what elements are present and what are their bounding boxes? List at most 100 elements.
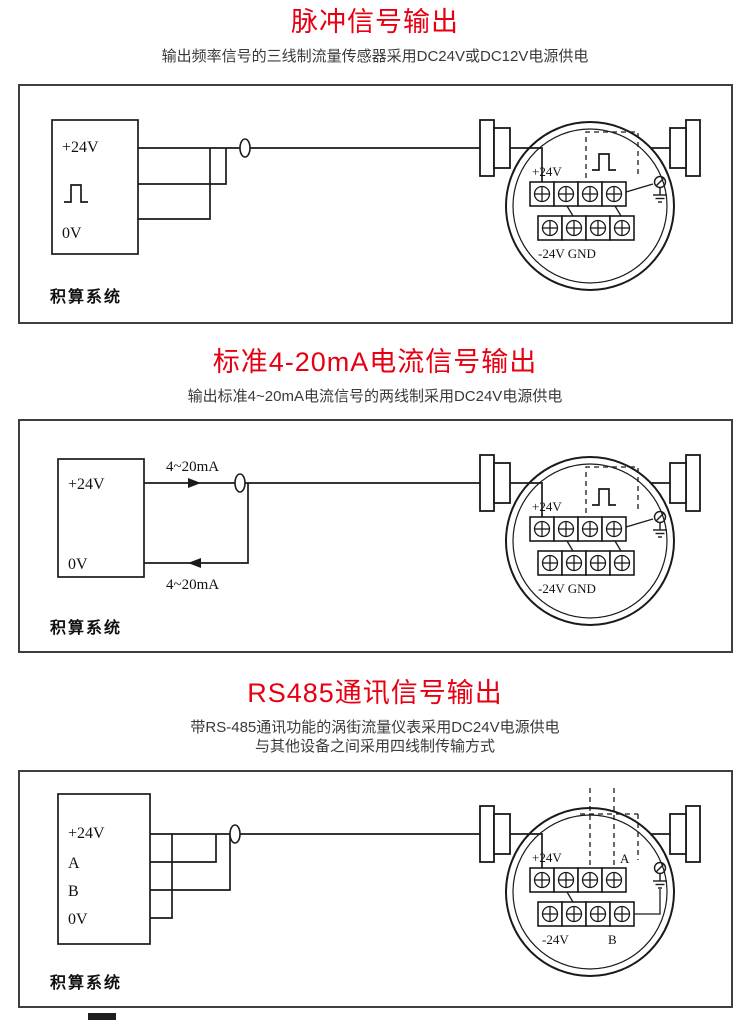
section-title: 脉冲信号输出 [291,7,459,37]
terminal-block-bottom [536,550,635,576]
terminal-screw-icon [584,901,611,927]
pulse-wiring-diagram: +24V 0V [50,119,701,306]
terminal-block-top [528,181,627,207]
supply-label-b: B [68,883,79,900]
wire-0v [149,834,173,919]
terminal-screw-icon [552,867,579,893]
pulse-symbol-icon [591,153,616,171]
terminal-screw-icon [560,215,587,241]
terminal-screw-icon [608,215,635,241]
meter-terminal-label-bottom: -24V GND [538,581,596,596]
meter-terminal-label-top: +24V [532,499,562,514]
wire-into-terminal [529,833,543,868]
section-pulse-output: 脉冲信号输出 输出频率信号的三线制流量传感器采用DC24V或DC12V电源供电 … [0,0,750,324]
pulse-symbol-icon [63,184,88,203]
section-rs485-output: RS485通讯信号输出 带RS-485通讯功能的涡街流量仪表采用DC24V电源供… [0,677,750,1008]
internal-wiring-dashed [584,131,639,178]
terminal-screw-icon [536,215,563,241]
terminal-screw-icon [576,181,603,207]
supply-label-plus24v: +24V [68,825,105,842]
terminal-screw-icon [528,867,555,893]
wire-b-to-ground [633,889,661,915]
terminal-link [613,205,622,217]
terminal-screw-icon [528,181,555,207]
wire-pulse [137,148,227,185]
supply-box [56,458,145,578]
meter-terminal-label-top: +24V [532,850,562,865]
system-label: 积算系统 [50,973,122,992]
wire-into-terminal [529,482,543,517]
terminal-screw-icon [608,550,635,576]
wire-into-terminal [529,147,543,182]
terminal-screw-icon [600,867,627,893]
supply-box [56,793,151,945]
pipe-flange-right-icon [668,454,701,512]
meter-terminal-label-b: B [608,932,617,947]
cropped-image-fragment [88,1013,116,1020]
system-label: 积算系统 [50,287,122,306]
cable-gland [233,473,246,493]
meter-terminal-label-bottom: -24V GND [538,246,596,261]
section-title: RS485通讯信号输出 [247,678,503,708]
section-subtitle: 输出频率信号的三线制流量传感器采用DC24V或DC12V电源供电 [161,48,589,65]
current-direction-arrow-right-icon [187,478,201,488]
wire-label-upper: 4~20mA [166,459,219,475]
terminal-block-top [528,867,627,893]
terminal-screw-icon [560,901,587,927]
wire-a [149,834,217,863]
meter-body-inner [511,463,668,619]
pipe-flange-left-icon [478,119,511,177]
terminal-screw-icon [600,516,627,542]
meter-terminal-label-a: A [620,851,630,866]
terminal-screw-icon [528,516,555,542]
current-wiring-diagram: +24V 0V 4~20mA 4~20mA [50,454,701,637]
terminal-screw-icon [560,550,587,576]
wire-label-lower: 4~20mA [166,577,219,593]
rs485-wiring-diagram: +24V A B 0V [50,788,701,992]
terminal-screw-icon [576,867,603,893]
supply-box [50,119,139,255]
wire-loop-lower [143,483,249,564]
meter-terminal-label-bottom: -24V [542,932,569,947]
terminal-link [565,540,574,552]
flowmeter: +24V -24V GND [478,119,701,291]
terminal-block-top [528,516,627,542]
supply-label-plus24v: +24V [62,139,99,156]
wire-b [149,834,231,891]
terminal-link [565,205,574,217]
pipe-flange-right-icon [668,805,701,863]
terminal-screw-icon [584,550,611,576]
terminal-screw-icon [608,901,635,927]
diagram-panel-rs485: +24V A B 0V [17,770,733,1008]
terminal-screw-icon [552,516,579,542]
terminal-block-bottom [536,901,635,927]
section-subtitle: 带RS-485通讯功能的涡街流量仪表采用DC24V电源供电 [190,719,560,736]
wire-to-ground [625,518,653,528]
terminal-link [613,540,622,552]
section-subtitle: 输出标准4~20mA电流信号的两线制采用DC24V电源供电 [187,388,563,405]
pipe-flange-left-icon [478,805,511,863]
supply-label-0v: 0V [68,911,88,928]
internal-wiring-dashed [579,788,639,868]
meter-body-inner [511,128,668,284]
terminal-screw-icon [552,181,579,207]
cable-gland [238,138,251,158]
cable-gland [228,824,241,844]
terminal-screw-icon [600,181,627,207]
terminal-link [565,891,574,903]
supply-label-0v: 0V [68,556,88,573]
flowmeter: +24V -24V GND [478,454,701,626]
system-label: 积算系统 [50,618,122,637]
wire-to-ground [625,183,653,193]
supply-label-a: A [68,855,80,872]
pipe-flange-left-icon [478,454,511,512]
terminal-screw-icon [536,550,563,576]
meter-terminal-label-top: +24V [532,164,562,179]
section-title: 标准4-20mA电流信号输出 [212,347,538,377]
flowmeter: +24V A -24V B [478,788,701,977]
diagram-panel-current: +24V 0V 4~20mA 4~20mA [17,419,733,653]
pulse-symbol-icon [591,488,616,506]
terminal-screw-icon [584,215,611,241]
section-subtitle-line2: 与其他设备之间采用四线制传输方式 [254,738,495,755]
